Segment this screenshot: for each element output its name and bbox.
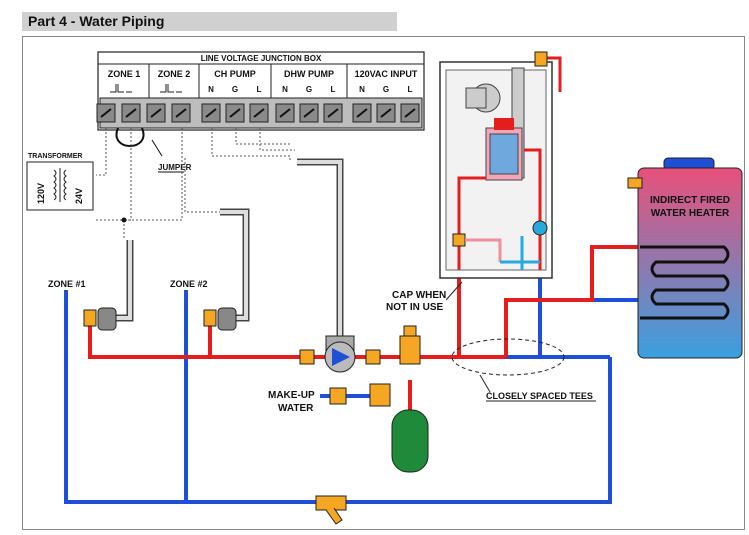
term-ac-l: L bbox=[408, 85, 413, 94]
term-dhw-n: N bbox=[282, 85, 288, 94]
transformer: TRANSFORMER 120V 24V bbox=[26, 153, 94, 211]
terminal-screw-slot bbox=[253, 108, 265, 118]
term-ac-n: N bbox=[359, 85, 365, 94]
terminal-screw-slot bbox=[327, 108, 339, 118]
heater-label-1: INDIRECT FIRED bbox=[650, 195, 730, 206]
term-ac-g: G bbox=[383, 85, 389, 94]
terminal-screw-slot bbox=[205, 108, 217, 118]
junction-box: LINE VOLTAGE JUNCTION BOX ZONE 1 ZONE 2 … bbox=[96, 51, 425, 131]
zone2-valve bbox=[203, 307, 237, 331]
zone1-label: ZONE #1 bbox=[48, 279, 86, 289]
junction-box-title: LINE VOLTAGE JUNCTION BOX bbox=[201, 54, 322, 63]
term-dhw-g: G bbox=[306, 85, 312, 94]
terminal-screw-slot bbox=[175, 108, 187, 118]
zone1-valve bbox=[83, 307, 117, 331]
red-supply-piping bbox=[88, 245, 640, 410]
term-ch-g: G bbox=[232, 85, 238, 94]
jb-group-zone2: ZONE 2 bbox=[158, 69, 191, 79]
terminal-screw-slot bbox=[125, 108, 137, 118]
terminal-screws bbox=[96, 103, 420, 123]
jumper-label: JUMPER bbox=[158, 163, 192, 172]
closely-spaced-tees-label: CLOSELY SPACED TEES bbox=[486, 391, 593, 401]
air-vent bbox=[399, 325, 421, 365]
terminal-screw-slot bbox=[380, 108, 392, 118]
expansion-tank bbox=[391, 409, 429, 473]
terminal-screw-slot bbox=[100, 108, 112, 118]
terminal-screw-slot bbox=[229, 108, 241, 118]
cap-label-2: NOT IN USE bbox=[386, 302, 444, 313]
terminal-screw-slot bbox=[404, 108, 416, 118]
primary-voltage: 120V bbox=[36, 183, 46, 204]
terminal-screw-slot bbox=[356, 108, 368, 118]
conduits bbox=[114, 158, 344, 350]
makeup-water-valves bbox=[329, 383, 391, 407]
heater-label-2: WATER HEATER bbox=[651, 208, 730, 219]
term-dhw-l: L bbox=[331, 85, 336, 94]
closely-spaced-tees-marker bbox=[451, 338, 565, 376]
term-ch-n: N bbox=[208, 85, 214, 94]
blue-return-piping bbox=[64, 250, 642, 504]
cap-label-1: CAP WHEN bbox=[392, 290, 446, 301]
section-header: Part 4 - Water Piping bbox=[22, 12, 397, 31]
zone2-label: ZONE #2 bbox=[170, 279, 208, 289]
terminal-screw-slot bbox=[279, 108, 291, 118]
transformer-label: TRANSFORMER bbox=[28, 153, 82, 160]
jb-group-dhw-pump: DHW PUMP bbox=[284, 69, 334, 79]
makeup-water-label-1: MAKE-UP bbox=[268, 390, 315, 401]
term-ch-l: L bbox=[257, 85, 262, 94]
ch-pump bbox=[299, 335, 381, 373]
relief-valve bbox=[534, 51, 548, 67]
terminal-screw-slot bbox=[303, 108, 315, 118]
boiler bbox=[439, 61, 553, 279]
terminal-screw-slot bbox=[150, 108, 162, 118]
y-strainer bbox=[315, 495, 347, 525]
indirect-water-heater bbox=[627, 157, 743, 359]
jb-group-120vac: 120VAC INPUT bbox=[355, 69, 418, 79]
jb-group-zone1: ZONE 1 bbox=[108, 69, 141, 79]
makeup-water-label-2: WATER bbox=[278, 403, 314, 414]
secondary-voltage: 24V bbox=[74, 188, 84, 204]
diagram-frame bbox=[22, 36, 745, 530]
jumper-wire bbox=[115, 127, 145, 147]
jb-group-ch-pump: CH PUMP bbox=[214, 69, 256, 79]
section-title: Part 4 - Water Piping bbox=[28, 13, 165, 29]
